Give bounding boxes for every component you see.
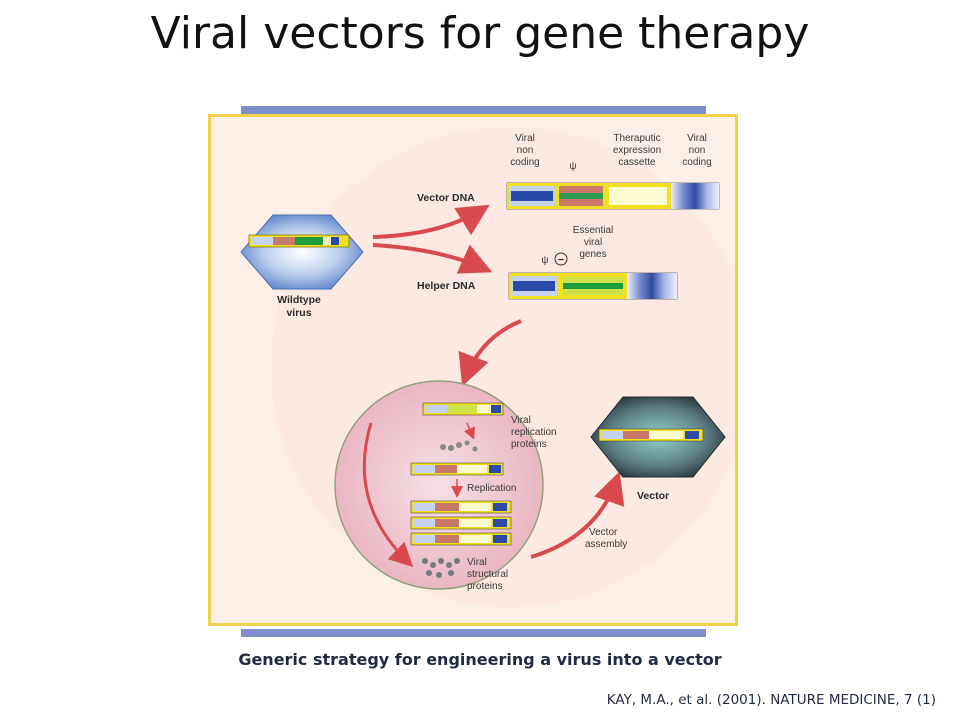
header-viral-noncoding-left-3: coding <box>510 157 539 168</box>
vector-dna-construct <box>506 182 720 210</box>
helper-dna-label: Helper DNA <box>417 280 476 292</box>
arrow-to-replication-proteins <box>463 422 475 440</box>
arrow-to-vector-dna <box>372 204 490 239</box>
wildtype-virus-hexagon <box>240 214 364 290</box>
structural-proteins-3: proteins <box>467 581 503 592</box>
wildtype-label-line2: virus <box>286 307 311 319</box>
header-viral-noncoding-right-2: non <box>689 145 706 156</box>
cell-vector-construct-top <box>410 462 504 476</box>
header-therapeutic-2: expression <box>613 145 661 156</box>
arrow-vector-assembly <box>530 471 625 559</box>
deletion-circle <box>554 252 568 266</box>
citation: KAY, M.A., et al. (2001). NATURE MEDICIN… <box>606 692 936 708</box>
essential-genes-2: viral <box>584 237 602 248</box>
essential-genes-3: genes <box>579 249 606 260</box>
vector-assembly-1: Vector <box>589 527 618 538</box>
vector-label: Vector <box>637 490 669 502</box>
replication-proteins-3: proteins <box>511 439 547 450</box>
essential-genes-1: Essential <box>573 225 614 236</box>
structural-proteins-1: Viral <box>467 557 487 568</box>
replication-proteins-1: Viral <box>511 415 531 426</box>
header-viral-noncoding-left-1: Viral <box>515 133 535 144</box>
structural-protein-dots <box>422 558 460 578</box>
cell-vector-construct-stack <box>410 500 512 546</box>
arrow-to-helper-dna <box>372 243 493 274</box>
header-viral-noncoding-right-3: coding <box>682 157 711 168</box>
vector-assembly-2: assembly <box>585 539 627 550</box>
arrow-to-cell <box>458 319 522 387</box>
figure-caption: Generic strategy for engineering a virus… <box>238 650 722 669</box>
helper-minus: − <box>558 254 564 266</box>
figure-bottom-bar <box>241 629 706 637</box>
replication-label: Replication <box>467 483 516 494</box>
structural-proteins-2: structural <box>467 569 508 580</box>
replication-protein-dots <box>440 440 478 452</box>
header-therapeutic-1: Theraputic <box>613 133 660 144</box>
arrow-replication-cycle <box>362 422 414 568</box>
vector-dna-label: Vector DNA <box>417 192 475 204</box>
figure-panel: Wildtype virus Viral non coding ψ Therap… <box>208 114 738 626</box>
helper-psi: ψ <box>541 255 548 266</box>
helper-dna-construct <box>508 272 678 300</box>
vector-hexagon <box>590 396 726 478</box>
diagram-svg: Wildtype virus Viral non coding ψ Therap… <box>240 127 735 607</box>
figure-top-bar <box>241 106 706 114</box>
replication-proteins-2: replication <box>511 427 557 438</box>
header-viral-noncoding-left-2: non <box>517 145 534 156</box>
slide-title: Viral vectors for gene therapy <box>150 8 810 59</box>
header-therapeutic-3: cassette <box>618 157 656 168</box>
wildtype-label-line1: Wildtype <box>277 294 321 306</box>
header-viral-noncoding-right-1: Viral <box>687 133 707 144</box>
header-psi: ψ <box>569 161 576 172</box>
cell-helper-construct <box>422 402 504 416</box>
